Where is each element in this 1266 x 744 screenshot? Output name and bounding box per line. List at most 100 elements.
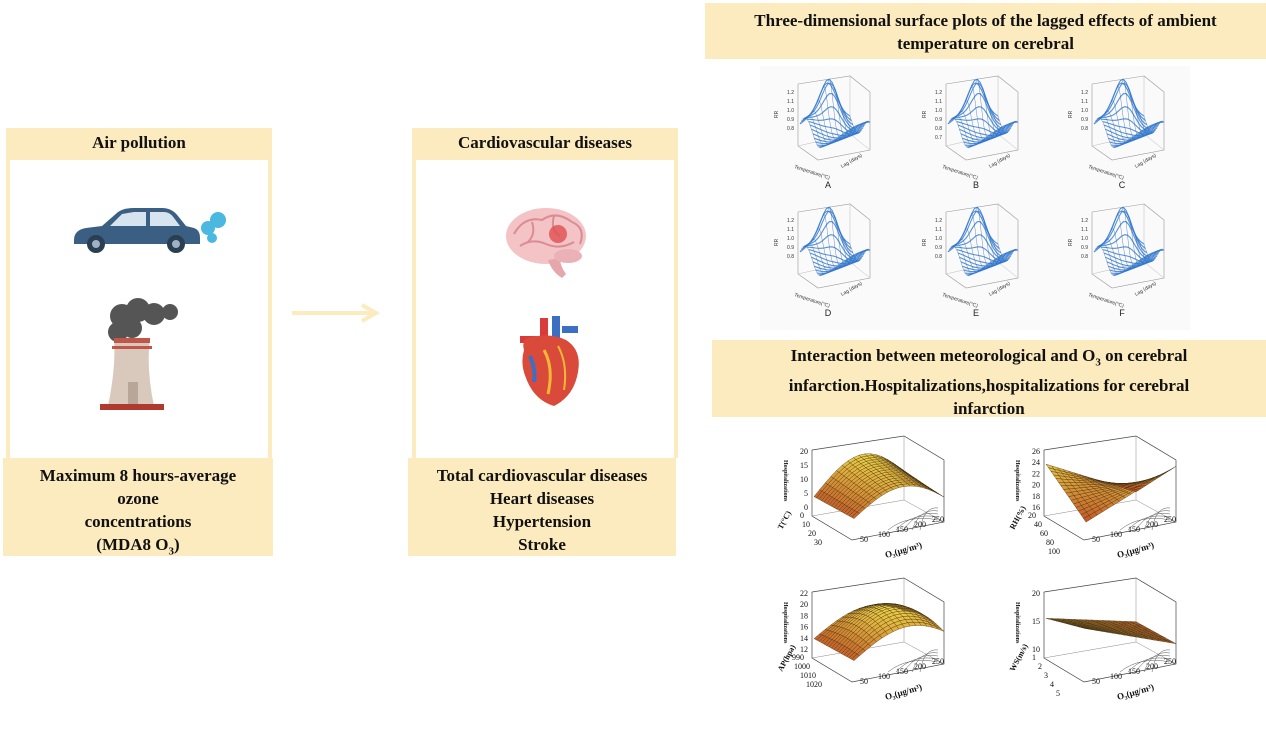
- surface-mesh-line: [811, 256, 862, 267]
- z-tick-label: 22: [1032, 469, 1040, 478]
- z-tick-label: 1.1: [935, 99, 942, 105]
- variable-tick-label: 60: [1040, 529, 1048, 538]
- surface-mesh-line: [1121, 206, 1143, 268]
- z-tick-label: 0.8: [935, 254, 942, 260]
- z-tick-label: 10: [800, 475, 808, 484]
- surface-mesh-line: [950, 210, 1002, 254]
- z-axis-label: RR: [774, 238, 780, 246]
- z-tick-label: 1.0: [1081, 236, 1088, 242]
- surface-mesh-line: [827, 206, 849, 268]
- o3-axis-label: O₃(μg/m³): [884, 540, 923, 560]
- surface-mesh-line: [1104, 110, 1126, 145]
- surface-mesh-line: [1104, 238, 1126, 273]
- surface-mesh-line: [1099, 106, 1150, 132]
- surface-mesh-line: [950, 82, 1002, 126]
- surface-mesh-line: [952, 93, 1003, 130]
- variable-tick-label: 30: [814, 538, 822, 547]
- floor-contour-line: [903, 655, 939, 673]
- surface-mesh-line: [1143, 244, 1165, 262]
- o3-tick-label: 150: [896, 525, 908, 534]
- floor-contour-line: [1127, 515, 1171, 531]
- surface-mesh-line: [1093, 117, 1115, 148]
- o3-tick-label: 50: [1092, 535, 1100, 544]
- o3-tick-label: 150: [896, 667, 908, 676]
- o3-tick-label: 200: [914, 662, 926, 671]
- surface-mesh-line: [811, 128, 862, 139]
- z-tick-label: 1.2: [787, 218, 794, 224]
- surface-mesh-line: [805, 234, 856, 260]
- variable-axis-label: RH(%): [1008, 504, 1028, 531]
- surface-mesh-line: [804, 221, 855, 258]
- surface-mesh-line: [986, 230, 1008, 265]
- floor-contour-line: [903, 513, 939, 531]
- plot-box-edge: [1143, 133, 1165, 151]
- z-tick-label: 0.9: [787, 117, 794, 123]
- variable-tick-label: 1010: [800, 671, 816, 680]
- surface-mesh-line: [1127, 88, 1148, 138]
- surface-mesh-line: [1113, 121, 1165, 149]
- z-tick-label: 16: [800, 623, 808, 632]
- plot-box-edge: [1135, 641, 1177, 665]
- surface-mesh-line: [1110, 99, 1131, 144]
- z-tick-label: 20: [1032, 589, 1040, 598]
- z-axis-label: Hospitalizations: [782, 460, 788, 502]
- plot-box-edge: [903, 499, 945, 523]
- floor-contour-line: [1143, 510, 1171, 531]
- variable-tick-label: 2: [1038, 662, 1042, 671]
- surface-mesh-line: [819, 249, 871, 277]
- surface-mesh-line: [833, 216, 854, 266]
- surface-mesh-line: [1105, 128, 1156, 139]
- variable-tick-label: 80: [1046, 538, 1054, 547]
- surface-mesh-line: [953, 234, 1004, 260]
- o3-tick-label: 100: [878, 530, 890, 539]
- surface-mesh-line: [992, 239, 1013, 263]
- air-pollution-footer-line-2: ozone: [117, 489, 159, 508]
- surface-mesh-line: [1143, 116, 1165, 134]
- o3-tick-label: 50: [860, 677, 868, 686]
- z-axis-label: RR: [1068, 238, 1074, 246]
- variable-tick-label: 4: [1050, 680, 1054, 689]
- z-tick-label: 15: [1032, 617, 1040, 626]
- floor-contour-line: [1127, 657, 1171, 673]
- z-tick-label: 18: [800, 611, 808, 620]
- plot-box-edge: [997, 133, 1019, 151]
- plot-box-edge: [903, 641, 945, 665]
- z-tick-label: 26: [1032, 447, 1040, 456]
- surface-mesh-line: [981, 216, 1002, 266]
- surface-mesh-line: [827, 78, 849, 140]
- mda8-suffix: ): [174, 535, 180, 554]
- o3-tick-label: 150: [1128, 667, 1140, 676]
- surface-mesh-line: [1115, 213, 1137, 270]
- interaction-title-sub: 3: [1095, 356, 1101, 369]
- plot-panel-label: D: [825, 308, 832, 318]
- z-tick-label: 1.1: [935, 227, 942, 233]
- interaction-title-prefix: Interaction between meteorological and O: [790, 346, 1096, 365]
- air-pollution-body: [6, 160, 272, 458]
- surface-mesh-line: [1115, 85, 1137, 142]
- o3-tick-label: 200: [914, 520, 926, 529]
- surface-mesh-line: [969, 85, 991, 142]
- variable-tick-label: 0: [800, 511, 804, 520]
- z-tick-label: 5: [804, 489, 808, 498]
- variable-tick-label: 40: [1034, 520, 1042, 529]
- o3-tick-label: 100: [878, 672, 890, 681]
- variable-tick-label: 3: [1044, 671, 1048, 680]
- z-tick-label: 14: [800, 634, 808, 643]
- o3-tick-label: 50: [1092, 677, 1100, 686]
- surface-mesh-line: [997, 116, 1019, 134]
- z-tick-label: 0.8: [787, 126, 794, 132]
- air-pollution-footer-line-3: concentrations: [84, 512, 192, 531]
- interaction-section-title: Interaction between meteorological and O…: [712, 340, 1266, 418]
- x-axis-label: Temperature(°C): [941, 164, 978, 181]
- mda8-sub: 3: [168, 545, 175, 558]
- floor-contour-line: [911, 652, 939, 673]
- z-tick-label: 0.8: [1081, 126, 1088, 132]
- surface-mesh-line: [1096, 82, 1148, 126]
- surface-mesh-line: [799, 245, 821, 276]
- surface-mesh-line: [802, 82, 854, 126]
- cvd-footer-line-4: Stroke: [518, 535, 566, 554]
- z-tick-label: 0.9: [935, 117, 942, 123]
